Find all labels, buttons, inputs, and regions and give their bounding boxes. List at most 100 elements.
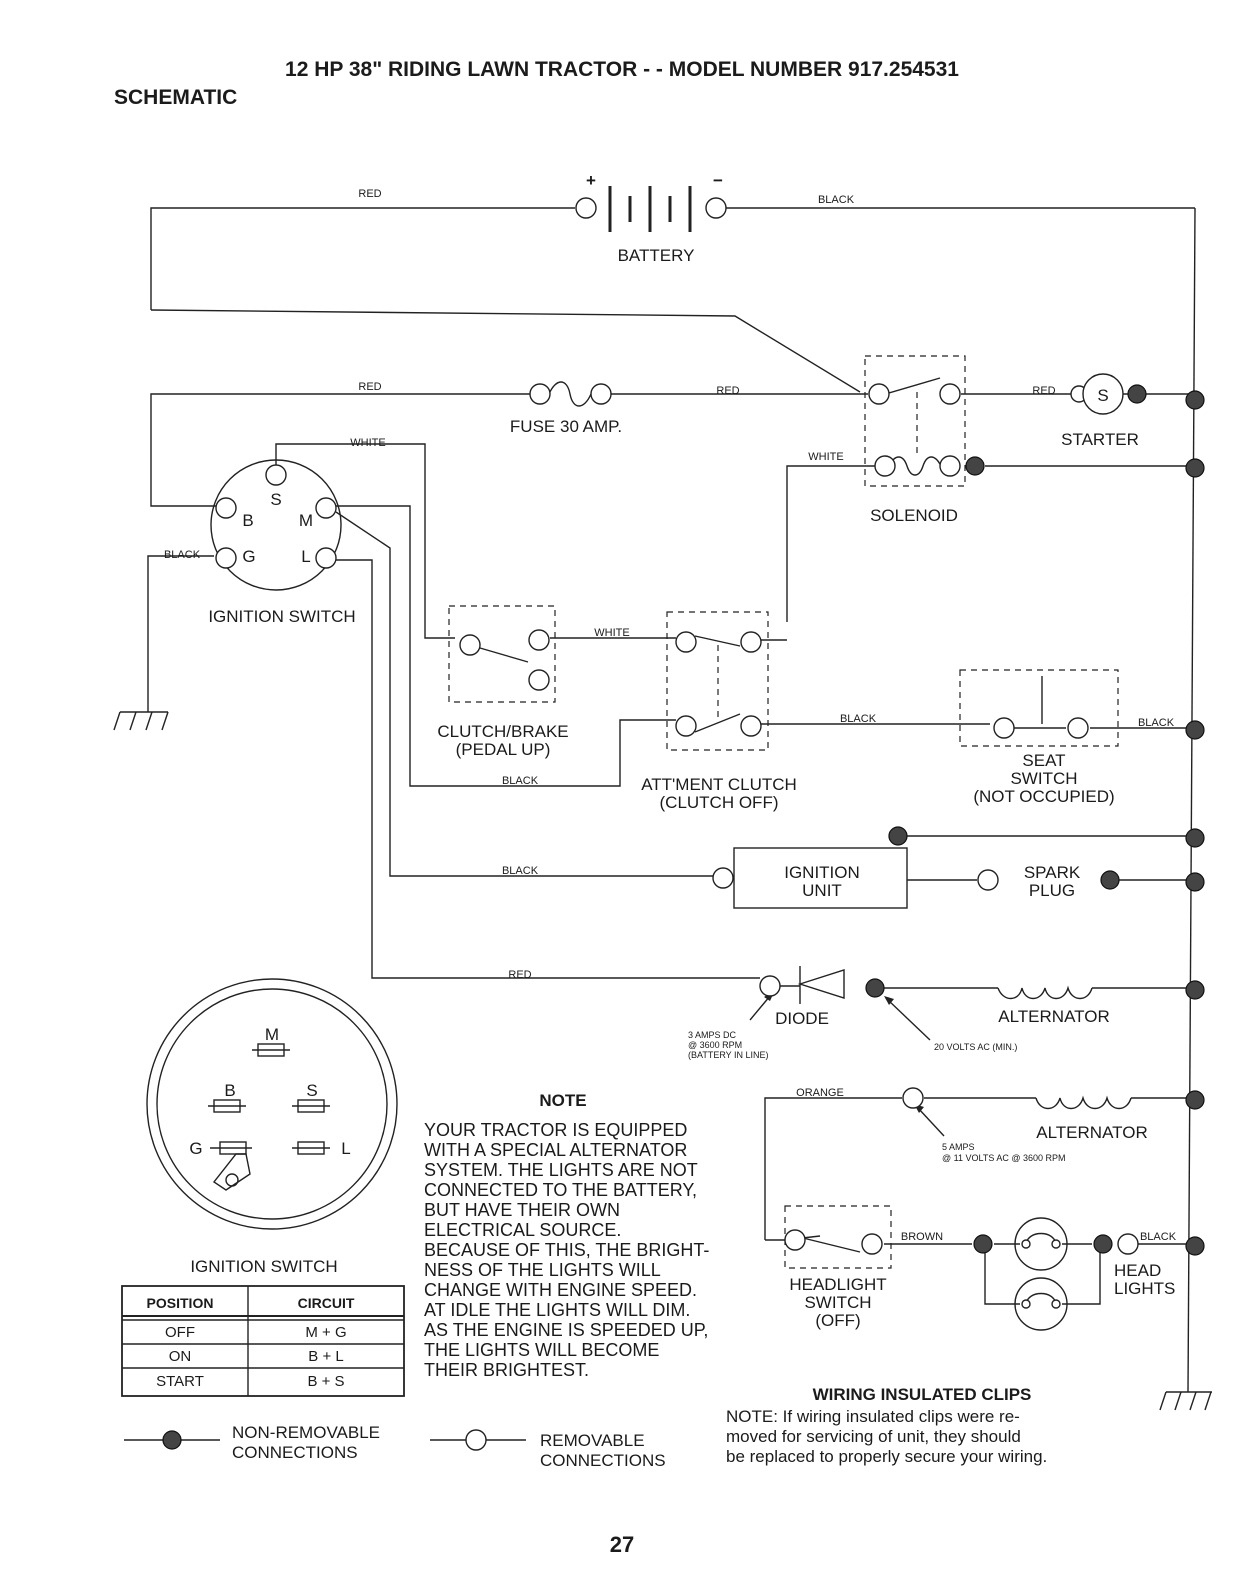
clips-note-title: WIRING INSULATED CLIPS	[813, 1385, 1032, 1404]
ignition-l-wire	[330, 559, 760, 979]
diode-spec-3: (BATTERY IN LINE)	[688, 1050, 769, 1060]
ignition-terminal-s: S	[270, 490, 281, 509]
wire-label-black-seat-ground: BLACK	[1138, 717, 1175, 729]
page-number: 27	[609, 1532, 635, 1557]
headlight-switch-label-3: (OFF)	[815, 1311, 860, 1330]
solenoid-contact	[888, 377, 941, 394]
head-lights-label-1: HEAD	[1114, 1261, 1161, 1280]
wire-label-red-diode: RED	[508, 969, 531, 981]
spark-plug-label-2: PLUG	[1029, 881, 1075, 900]
ground-bus-wire	[1187, 207, 1196, 1393]
diode-spec-1: 3 AMPS DC	[688, 1030, 737, 1040]
battery-positive-terminal	[575, 197, 597, 219]
starter-label: STARTER	[1061, 430, 1139, 449]
battery-negative-terminal	[705, 197, 727, 219]
table-header-position: POSITION	[147, 1295, 214, 1311]
starter-motor	[1082, 373, 1124, 415]
legend-non-removable-2: CONNECTIONS	[232, 1443, 358, 1462]
wire-label-black-ignition-unit: BLACK	[502, 865, 539, 877]
headlight-switch-label-2: SWITCH	[804, 1293, 871, 1312]
switch-face-label: IGNITION SWITCH	[190, 1257, 337, 1276]
page-title: 12 HP 38" RIDING LAWN TRACTOR - - MODEL …	[285, 58, 959, 81]
table-cell-on-circuit: B + L	[308, 1348, 343, 1365]
switch-face-l: L	[341, 1139, 350, 1158]
position-table	[121, 1285, 405, 1397]
attachment-clutch-label-2: (CLUTCH OFF)	[660, 793, 779, 812]
solenoid-coil	[888, 456, 942, 476]
legend-removable-dot	[465, 1429, 487, 1451]
attachment-clutch-box	[666, 611, 769, 751]
battery-minus-sign: −	[713, 171, 723, 190]
seat-switch-box	[959, 669, 1119, 747]
wire-label-white-solenoid: WHITE	[808, 451, 843, 463]
note-line: BECAUSE OF THIS, THE BRIGHT-	[424, 1240, 709, 1260]
wire-label-black-battery: BLACK	[818, 194, 855, 206]
table-cell-off: OFF	[165, 1324, 195, 1341]
wire-label-orange: ORANGE	[796, 1087, 844, 1099]
note-line: SYSTEM. THE LIGHTS ARE NOT	[424, 1160, 698, 1180]
ignition-g-wire	[147, 555, 214, 712]
wire-label-red-solenoid: RED	[716, 385, 739, 397]
ignition-switch-body	[210, 459, 342, 591]
head-lights-label-2: LIGHTS	[1114, 1279, 1175, 1298]
ignition-unit-label-2: UNIT	[802, 881, 842, 900]
ignition-terminal-b: B	[242, 511, 253, 530]
alternator-2-spec-1: 5 AMPS	[942, 1142, 975, 1152]
clips-note-line-1: NOTE: If wiring insulated clips were re-	[726, 1407, 1020, 1426]
ignition-unit-label-1: IGNITION	[784, 863, 860, 882]
removable-terminals	[215, 383, 1139, 1255]
legend-removable-2: CONNECTIONS	[540, 1451, 666, 1470]
battery-label: BATTERY	[618, 246, 695, 265]
ignition-terminal-l: L	[301, 547, 310, 566]
diode-label: DIODE	[775, 1009, 829, 1028]
note-line: ELECTRICAL SOURCE.	[424, 1220, 621, 1240]
ignition-unit-box	[733, 847, 908, 909]
ignition-s-wire	[275, 443, 455, 639]
note-title: NOTE	[539, 1091, 586, 1110]
table-cell-start: START	[156, 1373, 204, 1390]
wire-label-red-starter: RED	[1032, 385, 1055, 397]
wire-label-black-headlights: BLACK	[1140, 1231, 1177, 1243]
ignition-m-to-unit-wire	[335, 511, 723, 877]
orange-wire	[764, 1097, 902, 1240]
wire-label-red-fuse: RED	[358, 381, 381, 393]
alternator-2-coil	[1035, 1095, 1132, 1110]
headlight-lower	[1014, 1277, 1068, 1331]
ignition-m-wire	[320, 505, 676, 787]
table-cell-off-circuit: M + G	[305, 1324, 346, 1341]
note-line: AS THE ENGINE IS SPEEDED UP,	[424, 1320, 708, 1340]
fuse-link	[548, 381, 592, 407]
spark-plug-label-1: SPARK	[1024, 863, 1081, 882]
note-line: NESS OF THE LIGHTS WILL	[424, 1260, 661, 1280]
battery-positive-wire	[150, 207, 575, 310]
wire-label-white-ignition: WHITE	[350, 437, 385, 449]
table-cell-start-circuit: B + S	[307, 1373, 344, 1390]
wire-label-white-clutch: WHITE	[594, 627, 629, 639]
alternator-2-spec-2: @ 11 VOLTS AC @ 3600 RPM	[942, 1153, 1066, 1163]
note-line: THE LIGHTS WILL BECOME	[424, 1340, 659, 1360]
alternator-1-spec: 20 VOLTS AC (MIN.)	[934, 1042, 1017, 1052]
battery-plus-sign: +	[586, 171, 596, 190]
clips-note-line-3: be replaced to properly secure your wiri…	[726, 1447, 1047, 1466]
non-removable-terminals	[865, 384, 1205, 1256]
headlight-upper	[1014, 1217, 1068, 1271]
wire-label-black-ground: BLACK	[164, 549, 201, 561]
headlight-switch-box	[784, 1205, 892, 1269]
diode-spec-2: @ 3600 RPM	[688, 1040, 742, 1050]
note-line: WITH A SPECIAL ALTERNATOR	[424, 1140, 687, 1160]
solenoid-box	[864, 355, 966, 487]
switch-face-s: S	[306, 1081, 317, 1100]
ignition-terminal-m: M	[299, 511, 313, 530]
switch-face-g: G	[189, 1139, 202, 1158]
table-cell-on: ON	[169, 1348, 192, 1365]
table-header-circuit: CIRCUIT	[298, 1295, 355, 1311]
solenoid-label: SOLENOID	[870, 506, 958, 525]
wire-label-red-battery: RED	[358, 188, 381, 200]
alternator-1-coil	[997, 985, 1093, 1000]
ignition-b-to-fuse-wire	[150, 393, 530, 507]
solenoid-coil-wire	[786, 465, 875, 622]
note-line: AT IDLE THE LIGHTS WILL DIM.	[424, 1300, 690, 1320]
diode-symbol	[797, 969, 845, 999]
